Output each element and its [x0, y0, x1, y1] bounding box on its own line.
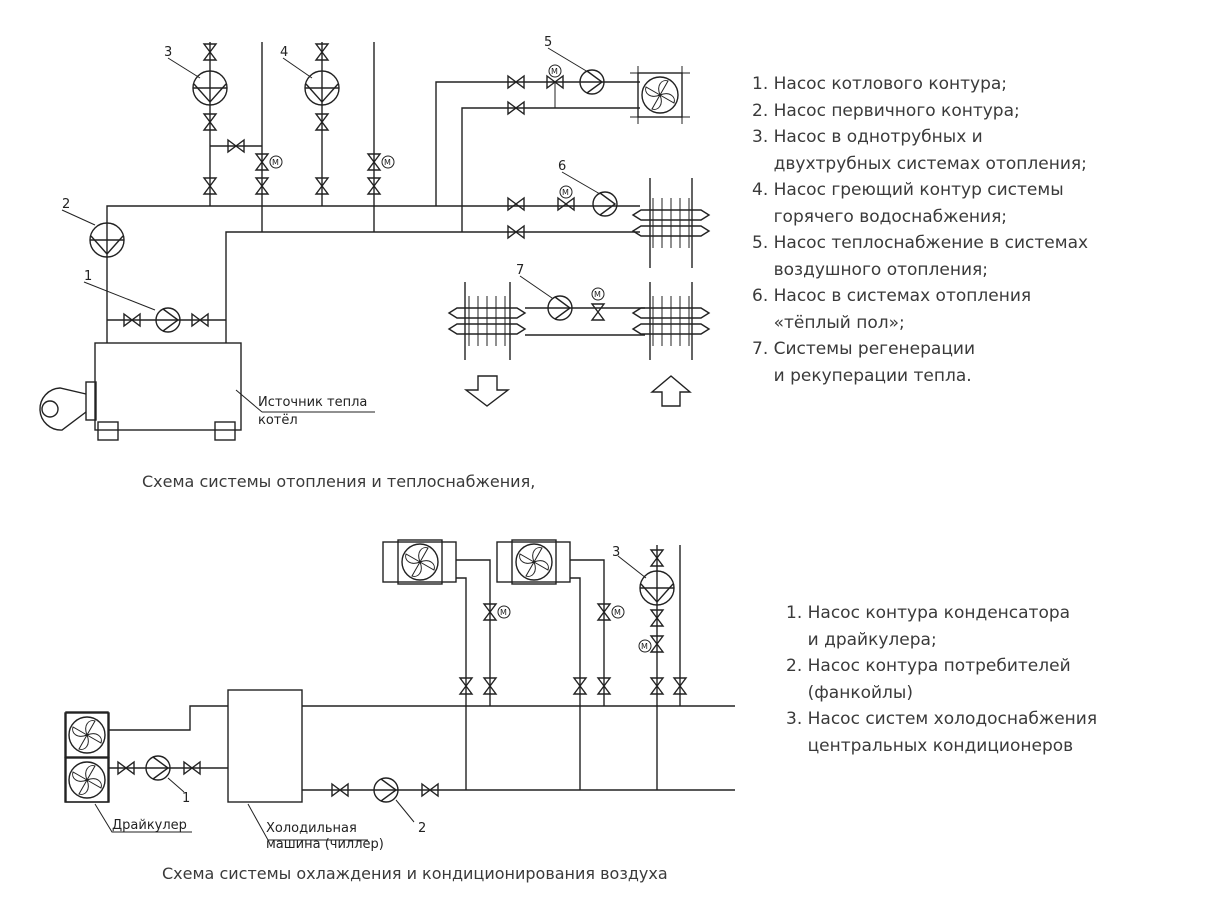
legend-item: воздушного отопления;: [752, 259, 988, 280]
heating-scheme: Источник тепла котёл M M: [39, 35, 710, 441]
tag-7: 7: [516, 263, 524, 278]
svg-text:M: M: [594, 290, 601, 299]
air-heater-fan-icon: [637, 72, 683, 118]
tag-1: 1: [84, 269, 92, 284]
pump-6-icon: [592, 191, 618, 217]
tag-2: 2: [62, 197, 70, 212]
tag-6: 6: [558, 159, 566, 174]
legend-item: 1. Насос контура конденсатора: [786, 603, 1071, 623]
floor-heating-coil-icon: [632, 197, 710, 249]
legend-item: горячего водоснабжения;: [752, 206, 1008, 227]
drycooler-label: Драйкулер: [112, 818, 187, 833]
svg-text:M: M: [384, 158, 391, 167]
legend-item: 7. Системы регенерации: [752, 339, 975, 359]
recovery-coil-icon: [632, 295, 710, 347]
svg-text:M: M: [562, 188, 569, 197]
fancoil-unit: [382, 541, 457, 583]
burner-icon: [39, 381, 97, 431]
recovery-coil-icon: [448, 295, 526, 347]
legend-item: двухтрубных системах отопления;: [752, 153, 1087, 174]
legend-item: 4. Насос греющий контур системы: [752, 180, 1064, 200]
valve-icon: [507, 197, 525, 211]
legend-item: 3. Насос в однотрубных и: [752, 127, 983, 147]
three-way-valve-icon: [591, 303, 605, 321]
legend-item: 2. Насос первичного контура;: [752, 100, 1020, 121]
legend-item: 2. Насос контура потребителей: [786, 656, 1071, 676]
tag-3: 3: [164, 45, 172, 60]
heat-source-label: Источник тепла: [258, 395, 367, 410]
svg-text:M: M: [500, 608, 507, 617]
tag-1: 1: [182, 791, 190, 806]
heating-legend: 1. Насос котлового контура; 2. Насос пер…: [752, 71, 1088, 389]
fancoil-fan-icon: [511, 539, 557, 585]
svg-text:M: M: [614, 608, 621, 617]
legend-item: центральных кондиционеров: [786, 735, 1074, 756]
cooling-scheme: Драйкулер Холодильная машина (чиллер) 1 …: [64, 539, 735, 852]
svg-text:M: M: [641, 642, 648, 651]
legend-item: (фанкойлы): [786, 682, 913, 703]
svg-text:M: M: [551, 67, 558, 76]
legend-item: «тёплый пол»;: [752, 312, 905, 333]
chiller-label: машина (чиллер): [266, 837, 384, 852]
heating-caption: Схема системы отопления и теплоснабжения…: [142, 472, 536, 491]
boiler-label: котёл: [258, 413, 298, 428]
chiller-label: Холодильная: [266, 821, 357, 836]
fancoil-unit: [496, 541, 571, 583]
intake-arrow-icon: [650, 375, 692, 407]
tag-2: 2: [418, 821, 426, 836]
fancoil-fan-icon: [397, 539, 443, 585]
chiller: [227, 689, 303, 803]
three-way-valve-icon: [557, 197, 575, 211]
boiler-foot: [214, 421, 236, 441]
svg-text:M: M: [272, 158, 279, 167]
legend-item: 5. Насос теплоснабжение в системах: [752, 233, 1089, 253]
tag-3: 3: [612, 545, 620, 560]
legend-item: 1. Насос котлового контура;: [752, 74, 1007, 94]
legend-item: и драйкулера;: [786, 629, 937, 650]
tag-5: 5: [544, 35, 552, 50]
legend-item: 6. Насос в системах отопления: [752, 286, 1032, 306]
exhaust-arrow-icon: [463, 375, 511, 407]
cooling-caption: Схема системы охлаждения и кондициониров…: [162, 864, 668, 883]
legend-item: 3. Насос систем холодоснабжения: [786, 709, 1098, 729]
tag-4: 4: [280, 45, 288, 60]
drycooler-fan-icon: [64, 757, 110, 803]
legend-item: и рекуперации тепла.: [752, 365, 972, 386]
boiler-foot: [97, 421, 119, 441]
cooling-legend: 1. Насос контура конденсатора и драйкуле…: [786, 600, 1097, 759]
boiler: [94, 342, 242, 431]
drycooler-fan-icon: [64, 712, 110, 758]
